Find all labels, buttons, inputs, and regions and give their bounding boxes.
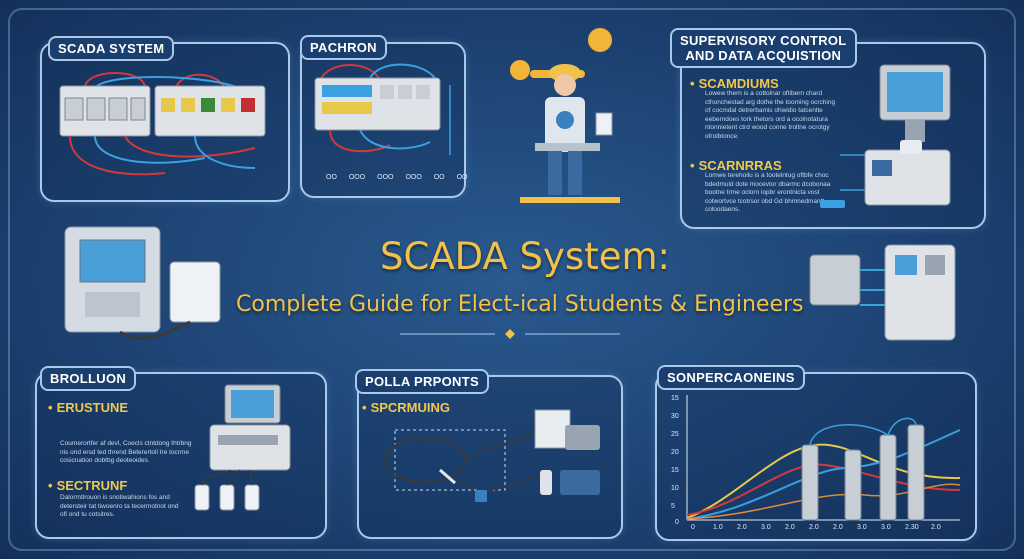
outer-frame	[8, 8, 1016, 551]
x-tick-5: 2.0	[785, 524, 795, 531]
supervisory-label: SUPERVISORY CONTROL AND DATA ACQUISTION	[670, 28, 857, 68]
brolluon-text-2: Dalormtlrouon is snotiwahions fos and de…	[60, 494, 179, 518]
x-tick-4: 3.0	[761, 524, 771, 531]
brolluon-text-1: Coumerortfer af devl, Coecls ctntdong th…	[60, 440, 192, 464]
main-subtitle: Complete Guide for Elect-ical Students &…	[236, 292, 804, 317]
brolluon-label: BROLLUON	[40, 366, 137, 391]
x-tick-9: 3.0	[881, 524, 891, 531]
main-title: SCADA System:	[380, 235, 670, 278]
x-tick-1: 0	[691, 524, 695, 531]
y-tick-4: 20	[671, 449, 679, 456]
x-tick-10: 2.30	[905, 524, 919, 531]
pachron-label-6: OO	[456, 174, 468, 181]
polla-bullet-1: •SPCRMUING	[362, 400, 451, 415]
pachron-bottom-labels: OO OOO OOO OOO OO OO	[326, 174, 467, 181]
supervisory-bullet-1-text: SCAMDIUMS	[698, 76, 779, 91]
x-tick-11: 2.0	[931, 524, 941, 531]
supervisory-text-1: Lowew thern is a cottolnar oftibern char…	[705, 90, 836, 140]
pachron-label-3: OOO	[377, 174, 394, 181]
pachron-label-5: OO	[433, 174, 445, 181]
pachron-label-1: OO	[326, 174, 337, 181]
y-tick-5: 15	[671, 467, 679, 474]
y-tick-3: 25	[671, 431, 679, 438]
brolluon-bullet-2-text: SECTRUNF	[56, 478, 128, 493]
supervisory-text-2: Lomwe terehoilu is a tootelntug oftbfe c…	[705, 172, 831, 213]
y-tick-1: 15	[671, 395, 679, 402]
x-tick-6: 2.0	[809, 524, 819, 531]
supervisory-label-line2: AND DATA ACQUISTION	[685, 48, 842, 63]
control-panel-illustration	[314, 63, 451, 155]
engineer-illustration	[510, 28, 620, 203]
sonper-label: SONPERCAONEINS	[657, 365, 805, 390]
brolluon-bullet-1-text: ERUSTUNE	[56, 400, 129, 415]
x-tick-2: 1.0	[713, 524, 723, 531]
field-device-illustration	[809, 244, 956, 341]
scada-system-label: SCADA SYSTEM	[48, 36, 175, 61]
supervisory-label-line1: SUPERVISORY CONTROL	[680, 33, 847, 48]
server-illustration	[194, 384, 291, 511]
x-tick-8: 3.0	[857, 524, 867, 531]
communication-illustration	[384, 409, 600, 502]
y-tick-8: 0	[675, 519, 679, 526]
pachron-label: PACHRON	[300, 35, 387, 60]
breaker-panel-illustration	[59, 72, 266, 176]
title-divider	[400, 329, 620, 339]
supervisory-bullet-2: •SCARNRRAS	[690, 158, 782, 173]
y-tick-6: 10	[671, 485, 679, 492]
chart-illustration: 15 30 25 20 15 10 5 0 0 1.0 2.0 3.0 2.0 …	[671, 395, 961, 531]
pachron-label-2: OOO	[348, 174, 366, 181]
rtu-device-illustration	[64, 226, 221, 340]
x-tick-3: 2.0	[737, 524, 747, 531]
workstation-illustration	[820, 64, 951, 208]
y-tick-2: 30	[671, 413, 679, 420]
supervisory-bullet-1: •SCAMDIUMS	[690, 76, 779, 91]
pachron-label-4: OOO	[405, 174, 422, 181]
brolluon-bullet-1: •ERUSTUNE	[48, 400, 129, 415]
y-tick-7: 5	[671, 503, 675, 510]
polla-bullet-1-text: SPCRMUING	[370, 400, 451, 415]
brolluon-bullet-2: •SECTRUNF	[48, 478, 128, 493]
supervisory-bullet-2-text: SCARNRRAS	[698, 158, 782, 173]
x-tick-7: 2.0	[833, 524, 843, 531]
polla-label: POLLA PRPONTS	[355, 369, 489, 394]
polla-panel	[357, 375, 623, 539]
